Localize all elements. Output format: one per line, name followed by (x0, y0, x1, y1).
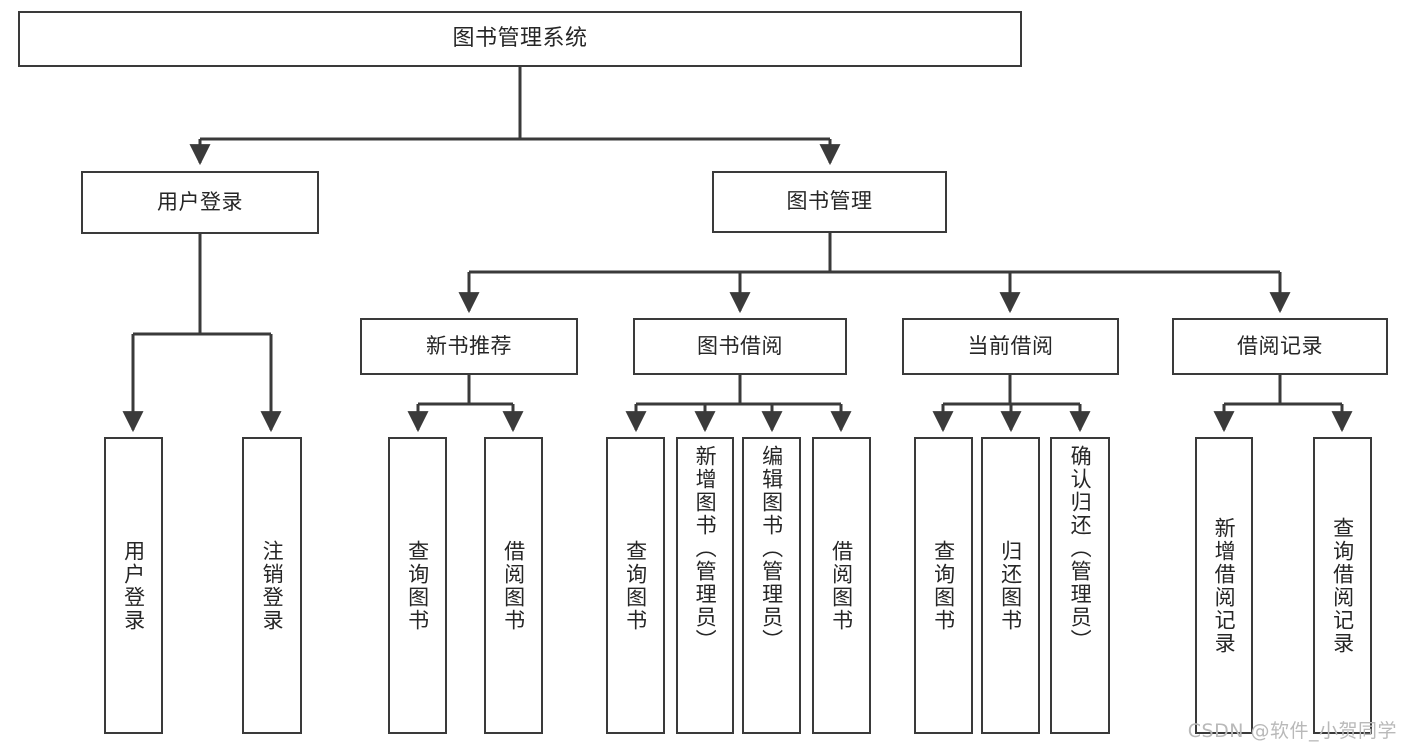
leaf-confirm-return-admin[interactable]: 确认归还（管理员） (1050, 437, 1110, 734)
leaf-logout[interactable]: 注销登录 (242, 437, 302, 734)
leaf-label: 借阅图书 (829, 539, 854, 632)
leaf-edit-book-admin[interactable]: 编辑图书（管理员） (742, 437, 801, 734)
node-label: 图书管理 (786, 189, 873, 214)
leaf-label: 查询借阅记录 (1330, 516, 1355, 655)
node-current-borrow[interactable]: 当前借阅 (902, 318, 1119, 375)
leaf-label: 查询图书 (931, 539, 956, 632)
node-user-login[interactable]: 用户登录 (81, 171, 319, 234)
leaf-borrow-book-new[interactable]: 借阅图书 (484, 437, 543, 734)
node-label: 新书推荐 (426, 333, 512, 358)
leaf-add-book-admin[interactable]: 新增图书（管理员） (676, 437, 734, 734)
leaf-label: 新增借阅记录 (1212, 516, 1237, 655)
leaf-user-login[interactable]: 用户登录 (104, 437, 163, 734)
leaf-add-borrow-record[interactable]: 新增借阅记录 (1195, 437, 1253, 734)
leaf-query-book-current[interactable]: 查询图书 (914, 437, 973, 734)
node-label: 借阅记录 (1237, 333, 1323, 358)
leaf-query-book-borrow[interactable]: 查询图书 (606, 437, 665, 734)
leaf-borrow-book[interactable]: 借阅图书 (812, 437, 871, 734)
leaf-return-book[interactable]: 归还图书 (981, 437, 1040, 734)
node-book-borrow[interactable]: 图书借阅 (633, 318, 847, 375)
node-borrow-record[interactable]: 借阅记录 (1172, 318, 1388, 375)
leaf-label: 查询图书 (405, 539, 430, 632)
leaf-label: 用户登录 (121, 539, 146, 632)
node-label: 图书借阅 (697, 333, 783, 358)
leaf-label: 编辑图书（管理员） (759, 445, 784, 652)
node-label: 当前借阅 (967, 333, 1054, 358)
node-book-management[interactable]: 图书管理 (712, 171, 947, 233)
leaf-label: 注销登录 (260, 539, 285, 632)
leaf-label: 确认归还（管理员） (1068, 445, 1093, 652)
leaf-label: 新增图书（管理员） (693, 445, 718, 652)
node-label: 用户登录 (157, 189, 243, 214)
leaf-query-book-new[interactable]: 查询图书 (388, 437, 447, 734)
leaf-label: 归还图书 (998, 539, 1023, 632)
leaf-label: 查询图书 (623, 539, 648, 632)
node-label: 图书管理系统 (452, 25, 588, 51)
node-new-book-recommend[interactable]: 新书推荐 (360, 318, 578, 375)
node-root-book-management-system[interactable]: 图书管理系统 (18, 11, 1022, 67)
leaf-label: 借阅图书 (501, 539, 526, 632)
leaf-query-borrow-record[interactable]: 查询借阅记录 (1313, 437, 1372, 734)
